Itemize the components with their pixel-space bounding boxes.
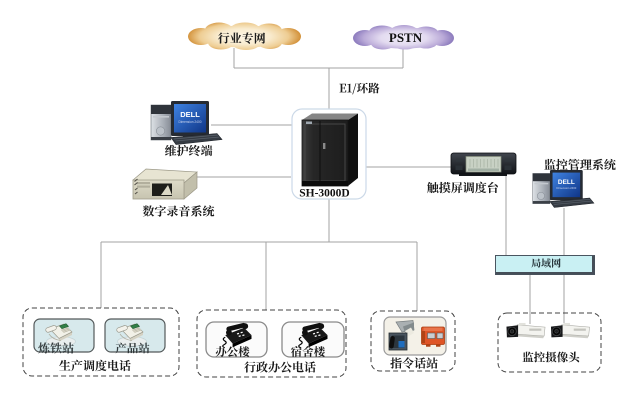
svg-text:PSTN: PSTN xyxy=(389,30,423,45)
svg-text:SH-3000D: SH-3000D xyxy=(299,188,349,200)
